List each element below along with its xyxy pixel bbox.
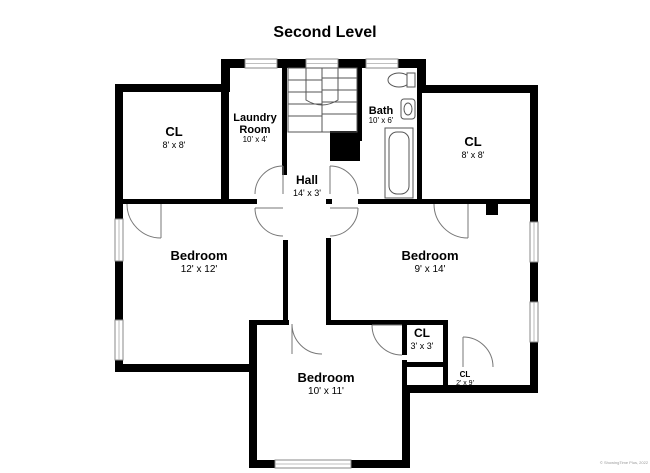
room-name: Bedroom xyxy=(401,248,458,263)
room-label-cl-left: CL 8' x 8' xyxy=(163,124,186,150)
room-size: 3' x 3' xyxy=(411,341,434,351)
room-label-bedroom-right: Bedroom 9' x 14' xyxy=(401,248,458,275)
room-label-bath: Bath 10' x 6' xyxy=(369,105,394,125)
room-label-hall: Hall 14' x 3' xyxy=(293,173,321,198)
room-name-line1: Laundry xyxy=(233,112,277,124)
room-size: 10' x 4' xyxy=(243,135,268,144)
interior-walls xyxy=(123,66,530,393)
room-label-bedroom-left: Bedroom 12' x 12' xyxy=(170,248,227,275)
room-size: 8' x 8' xyxy=(163,140,186,150)
room-name-line2: Room xyxy=(239,124,270,136)
room-label-laundry: Laundry Room 10' x 4' xyxy=(233,112,277,144)
room-name: CL xyxy=(414,326,430,340)
room-name: CL xyxy=(464,134,481,149)
bath-fixtures xyxy=(384,72,416,199)
room-size: 2' x 9' xyxy=(456,380,474,387)
room-size: 9' x 14' xyxy=(414,264,445,275)
room-name: Bath xyxy=(369,105,394,117)
room-size: 8' x 8' xyxy=(462,150,485,160)
room-name: CL xyxy=(460,370,471,379)
copyright-text: © ShowingTime Plus, 2022 xyxy=(600,460,649,465)
room-label-cl-mid: CL 3' x 3' xyxy=(411,326,434,351)
plan-title: Second Level xyxy=(273,24,376,41)
room-size: 10' x 11' xyxy=(308,386,344,397)
windows xyxy=(114,58,539,469)
room-label-cl-right: CL 8' x 8' xyxy=(462,134,485,160)
room-label-bedroom-bottom: Bedroom 10' x 11' xyxy=(297,370,354,397)
room-size: 10' x 6' xyxy=(369,116,394,125)
room-size: 14' x 3' xyxy=(293,188,321,198)
doors xyxy=(126,165,494,368)
room-name: Bedroom xyxy=(297,370,354,385)
room-name: CL xyxy=(165,124,182,139)
room-size: 12' x 12' xyxy=(181,264,218,275)
staircase xyxy=(287,67,358,133)
room-name: Bedroom xyxy=(170,248,227,263)
room-label-cl-small: CL 2' x 9' xyxy=(456,370,474,387)
room-name: Hall xyxy=(296,173,318,187)
